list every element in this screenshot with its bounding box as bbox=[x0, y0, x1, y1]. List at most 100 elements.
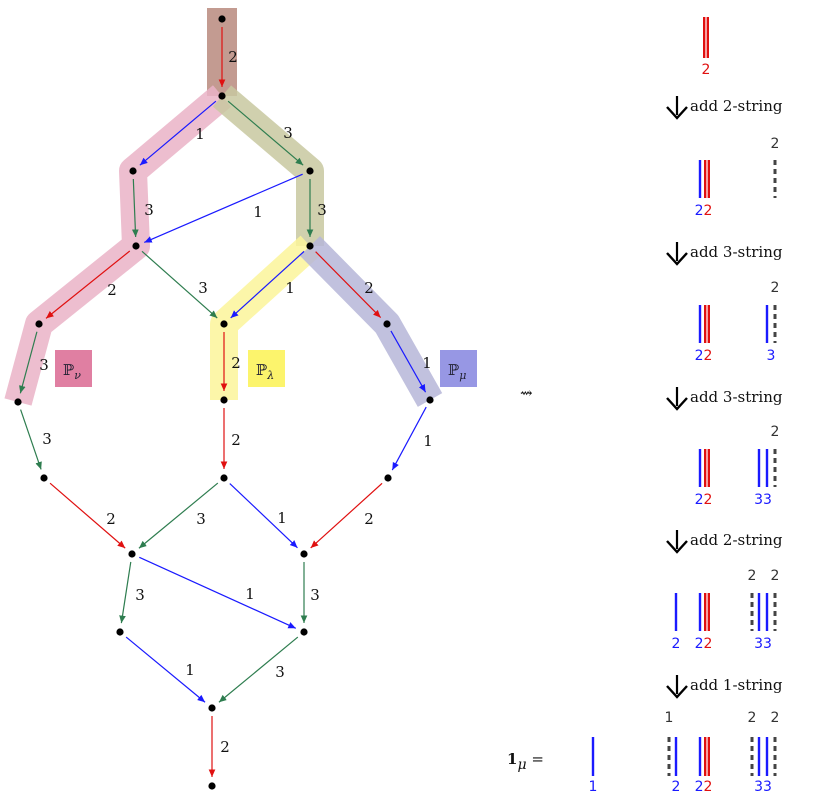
graph-node bbox=[116, 628, 124, 636]
edge-n5-n8 bbox=[315, 251, 382, 319]
edge-label: 3 bbox=[275, 663, 285, 681]
edge-n13-n16 bbox=[229, 483, 298, 549]
edge-label: 1 bbox=[285, 279, 295, 297]
string-diagram-3: 22 3 2 bbox=[695, 280, 780, 364]
strand-top-label: 2 bbox=[771, 280, 780, 296]
edge-label: 3 bbox=[283, 124, 293, 142]
strand-top-label: 1 bbox=[665, 710, 674, 726]
edge-n12-n15 bbox=[49, 482, 126, 549]
graph-node bbox=[208, 704, 216, 712]
string-diagram-1: 2 bbox=[702, 17, 710, 78]
graph-node bbox=[132, 242, 140, 250]
highlight-band-olive bbox=[212, 85, 324, 246]
graph-node bbox=[426, 396, 434, 404]
arrowhead-icon bbox=[666, 685, 688, 699]
step-label: add 3-string bbox=[690, 388, 783, 406]
strand-top-label: 2 bbox=[771, 568, 780, 584]
edge-n4-n6 bbox=[45, 250, 131, 319]
graph-node bbox=[220, 474, 228, 482]
step-label: add 3-string bbox=[690, 243, 783, 261]
edge-label: 1 bbox=[185, 661, 195, 679]
edge-label: 3 bbox=[196, 510, 206, 528]
edge-n3-n4 bbox=[144, 173, 303, 243]
strand-label: 22 bbox=[695, 779, 713, 795]
edge-label: 3 bbox=[198, 279, 208, 297]
string-diagram-2: 222 bbox=[695, 136, 780, 219]
strand-label: 3 bbox=[767, 348, 776, 364]
graph-node bbox=[129, 167, 137, 175]
string-diagram-4: 22 33 2 bbox=[695, 424, 780, 508]
strand-top-label: 2 bbox=[748, 568, 757, 584]
polytope-box-nu bbox=[55, 350, 92, 387]
leads-to-symbol: ⇝ bbox=[520, 384, 533, 402]
edge-n15-n18 bbox=[139, 556, 297, 629]
polytope-box-lambda bbox=[248, 350, 285, 387]
edge-label: 3 bbox=[310, 586, 320, 604]
arrowhead-icon bbox=[666, 540, 688, 554]
arrowhead-icon bbox=[666, 106, 688, 120]
edge-label: 1 bbox=[195, 125, 205, 143]
edge-n13-n15 bbox=[138, 482, 219, 549]
edge-n9-n12 bbox=[20, 409, 42, 470]
edge-label: 3 bbox=[135, 586, 145, 604]
strand-label: 22 bbox=[695, 492, 713, 508]
strand-label: 22 bbox=[695, 203, 713, 219]
edge-label: 3 bbox=[317, 201, 327, 219]
polytope-box-mu bbox=[440, 350, 477, 387]
edge-label: 1 bbox=[253, 203, 263, 221]
graph-node bbox=[218, 92, 226, 100]
final-label: 1μ = bbox=[507, 750, 544, 773]
strand-label: 33 bbox=[754, 779, 772, 795]
graph-node bbox=[14, 398, 22, 406]
graph-node bbox=[128, 550, 136, 558]
arrowhead-icon bbox=[666, 252, 688, 266]
edge-label: 2 bbox=[364, 279, 374, 297]
edge-n5-n7 bbox=[230, 250, 305, 319]
graph-node bbox=[40, 474, 48, 482]
edge-label: 2 bbox=[106, 510, 116, 528]
strand-label: 2 bbox=[672, 779, 681, 795]
edge-n1-n3 bbox=[227, 100, 304, 166]
edge-label: 2 bbox=[364, 510, 374, 528]
edge-label: 1 bbox=[277, 509, 287, 527]
graph-node bbox=[218, 15, 226, 23]
graph-node bbox=[208, 782, 216, 790]
edge-n4-n7 bbox=[141, 250, 218, 319]
strand-label: 22 bbox=[695, 348, 713, 364]
arrowhead-icon bbox=[666, 397, 688, 411]
edge-label: 2 bbox=[231, 431, 241, 449]
highlight-band-lavender bbox=[300, 236, 443, 407]
strand-top-label: 2 bbox=[748, 710, 757, 726]
edge-n18-n19 bbox=[218, 636, 299, 703]
edge-n2-n4 bbox=[131, 178, 139, 238]
graph-node bbox=[383, 320, 391, 328]
graph-node bbox=[300, 550, 308, 558]
edge-n15-n17 bbox=[119, 561, 132, 624]
edge-label: 2 bbox=[228, 48, 238, 66]
graph-node bbox=[306, 242, 314, 250]
edge-label: 3 bbox=[42, 430, 52, 448]
strand-top-label: 2 bbox=[771, 710, 780, 726]
edge-n1-n2 bbox=[139, 100, 217, 166]
edge-label: 2 bbox=[107, 281, 117, 299]
edge-label: 1 bbox=[423, 432, 433, 450]
step-label: add 1-string bbox=[690, 676, 783, 694]
graph-node bbox=[220, 320, 228, 328]
strand-label: 33 bbox=[754, 636, 772, 652]
edge-label: 1 bbox=[422, 354, 432, 372]
graph-node bbox=[306, 167, 314, 175]
strand-label: 22 bbox=[695, 636, 713, 652]
edge-n11-n14 bbox=[391, 406, 427, 471]
edge-label: 3 bbox=[144, 201, 154, 219]
edge-n17-n19 bbox=[125, 636, 206, 703]
graph-node bbox=[35, 320, 43, 328]
graph-nodes bbox=[14, 15, 434, 790]
strand-top-label: 2 bbox=[771, 424, 780, 440]
strand-label: 33 bbox=[754, 492, 772, 508]
edge-label: 1 bbox=[245, 585, 255, 603]
